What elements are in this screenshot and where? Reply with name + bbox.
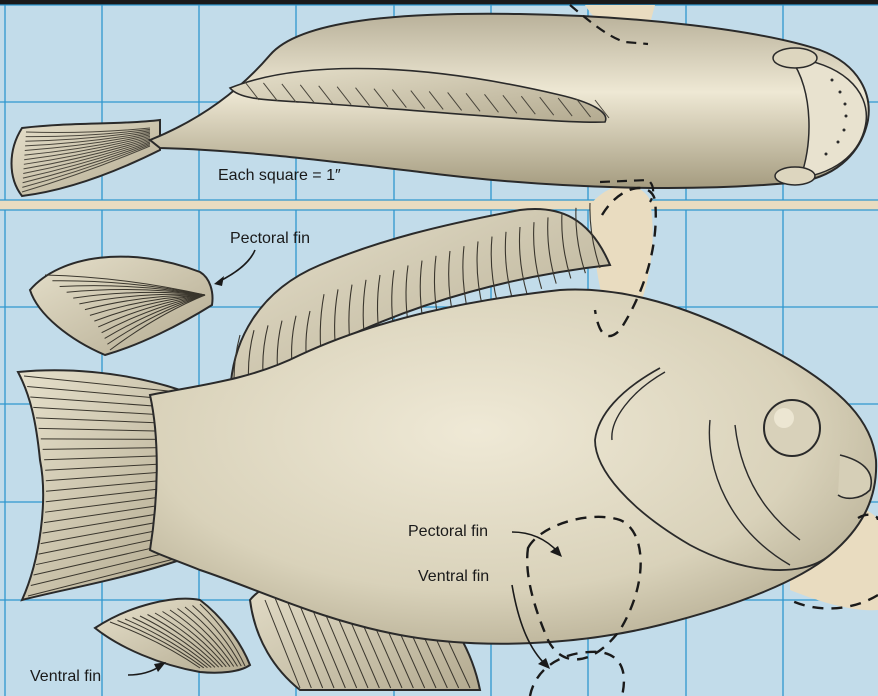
top-border: [0, 0, 878, 5]
label-pectoral-fin-body: Pectoral fin: [408, 523, 488, 540]
label-ventral-fin-bottom: Ventral fin: [30, 668, 101, 685]
top-view-eye-lower: [775, 167, 815, 185]
scale-label: Each square = 1″: [218, 167, 341, 184]
eye-highlight: [774, 408, 794, 428]
top-view-eye-upper: [773, 48, 817, 68]
panel-separator: [0, 200, 878, 210]
eye: [764, 400, 820, 456]
label-pectoral-fin-top: Pectoral fin: [230, 230, 310, 247]
label-ventral-fin-body: Ventral fin: [418, 568, 489, 585]
